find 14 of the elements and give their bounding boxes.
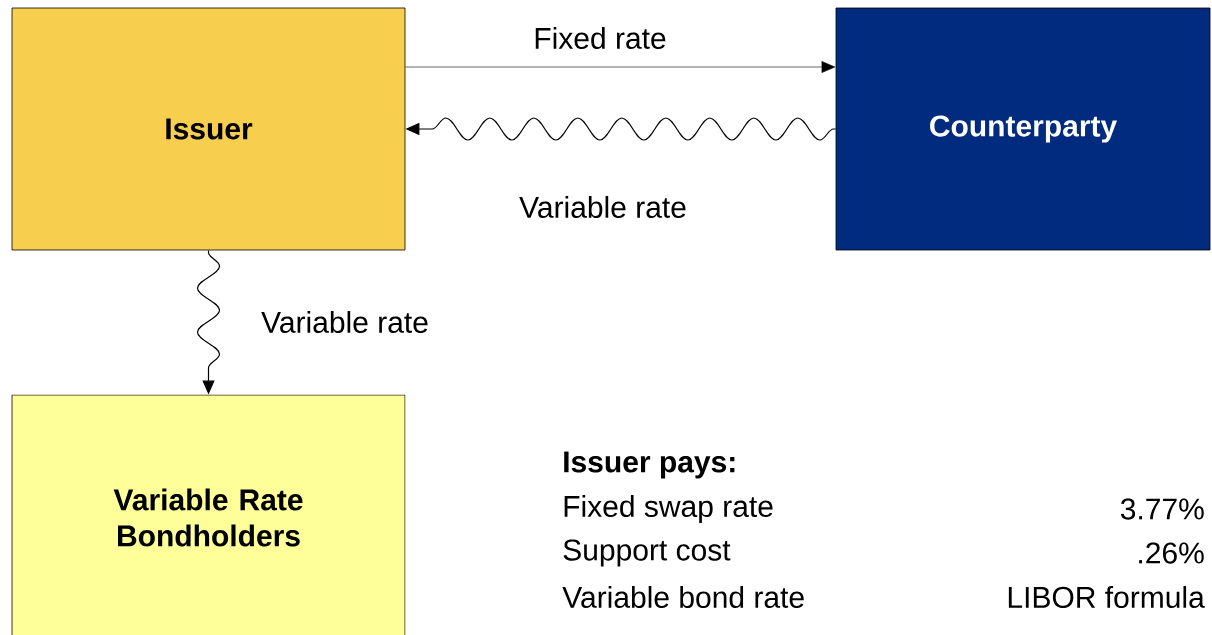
process-box: Variable Rate Bondholders: [11, 394, 406, 635]
edge-label: Variable rate: [259, 309, 431, 335]
arrow: [405, 61, 836, 73]
table-text: Variable bond rate: [562, 586, 804, 609]
table-text: Support cost: [563, 539, 731, 567]
table-text: Fixed swap rate: [564, 495, 773, 523]
table-text: .26%: [1139, 542, 1204, 564]
process-box: Counterparty: [835, 7, 1211, 251]
edge-label: Variable rate: [517, 194, 689, 220]
table-text: LIBOR formula: [1008, 586, 1205, 609]
process-box: Issuer: [11, 7, 406, 251]
table-text: 3.77%: [1120, 498, 1204, 520]
edge-label: Fixed rate: [531, 25, 669, 51]
table-text: Issuer pays:: [564, 451, 735, 479]
